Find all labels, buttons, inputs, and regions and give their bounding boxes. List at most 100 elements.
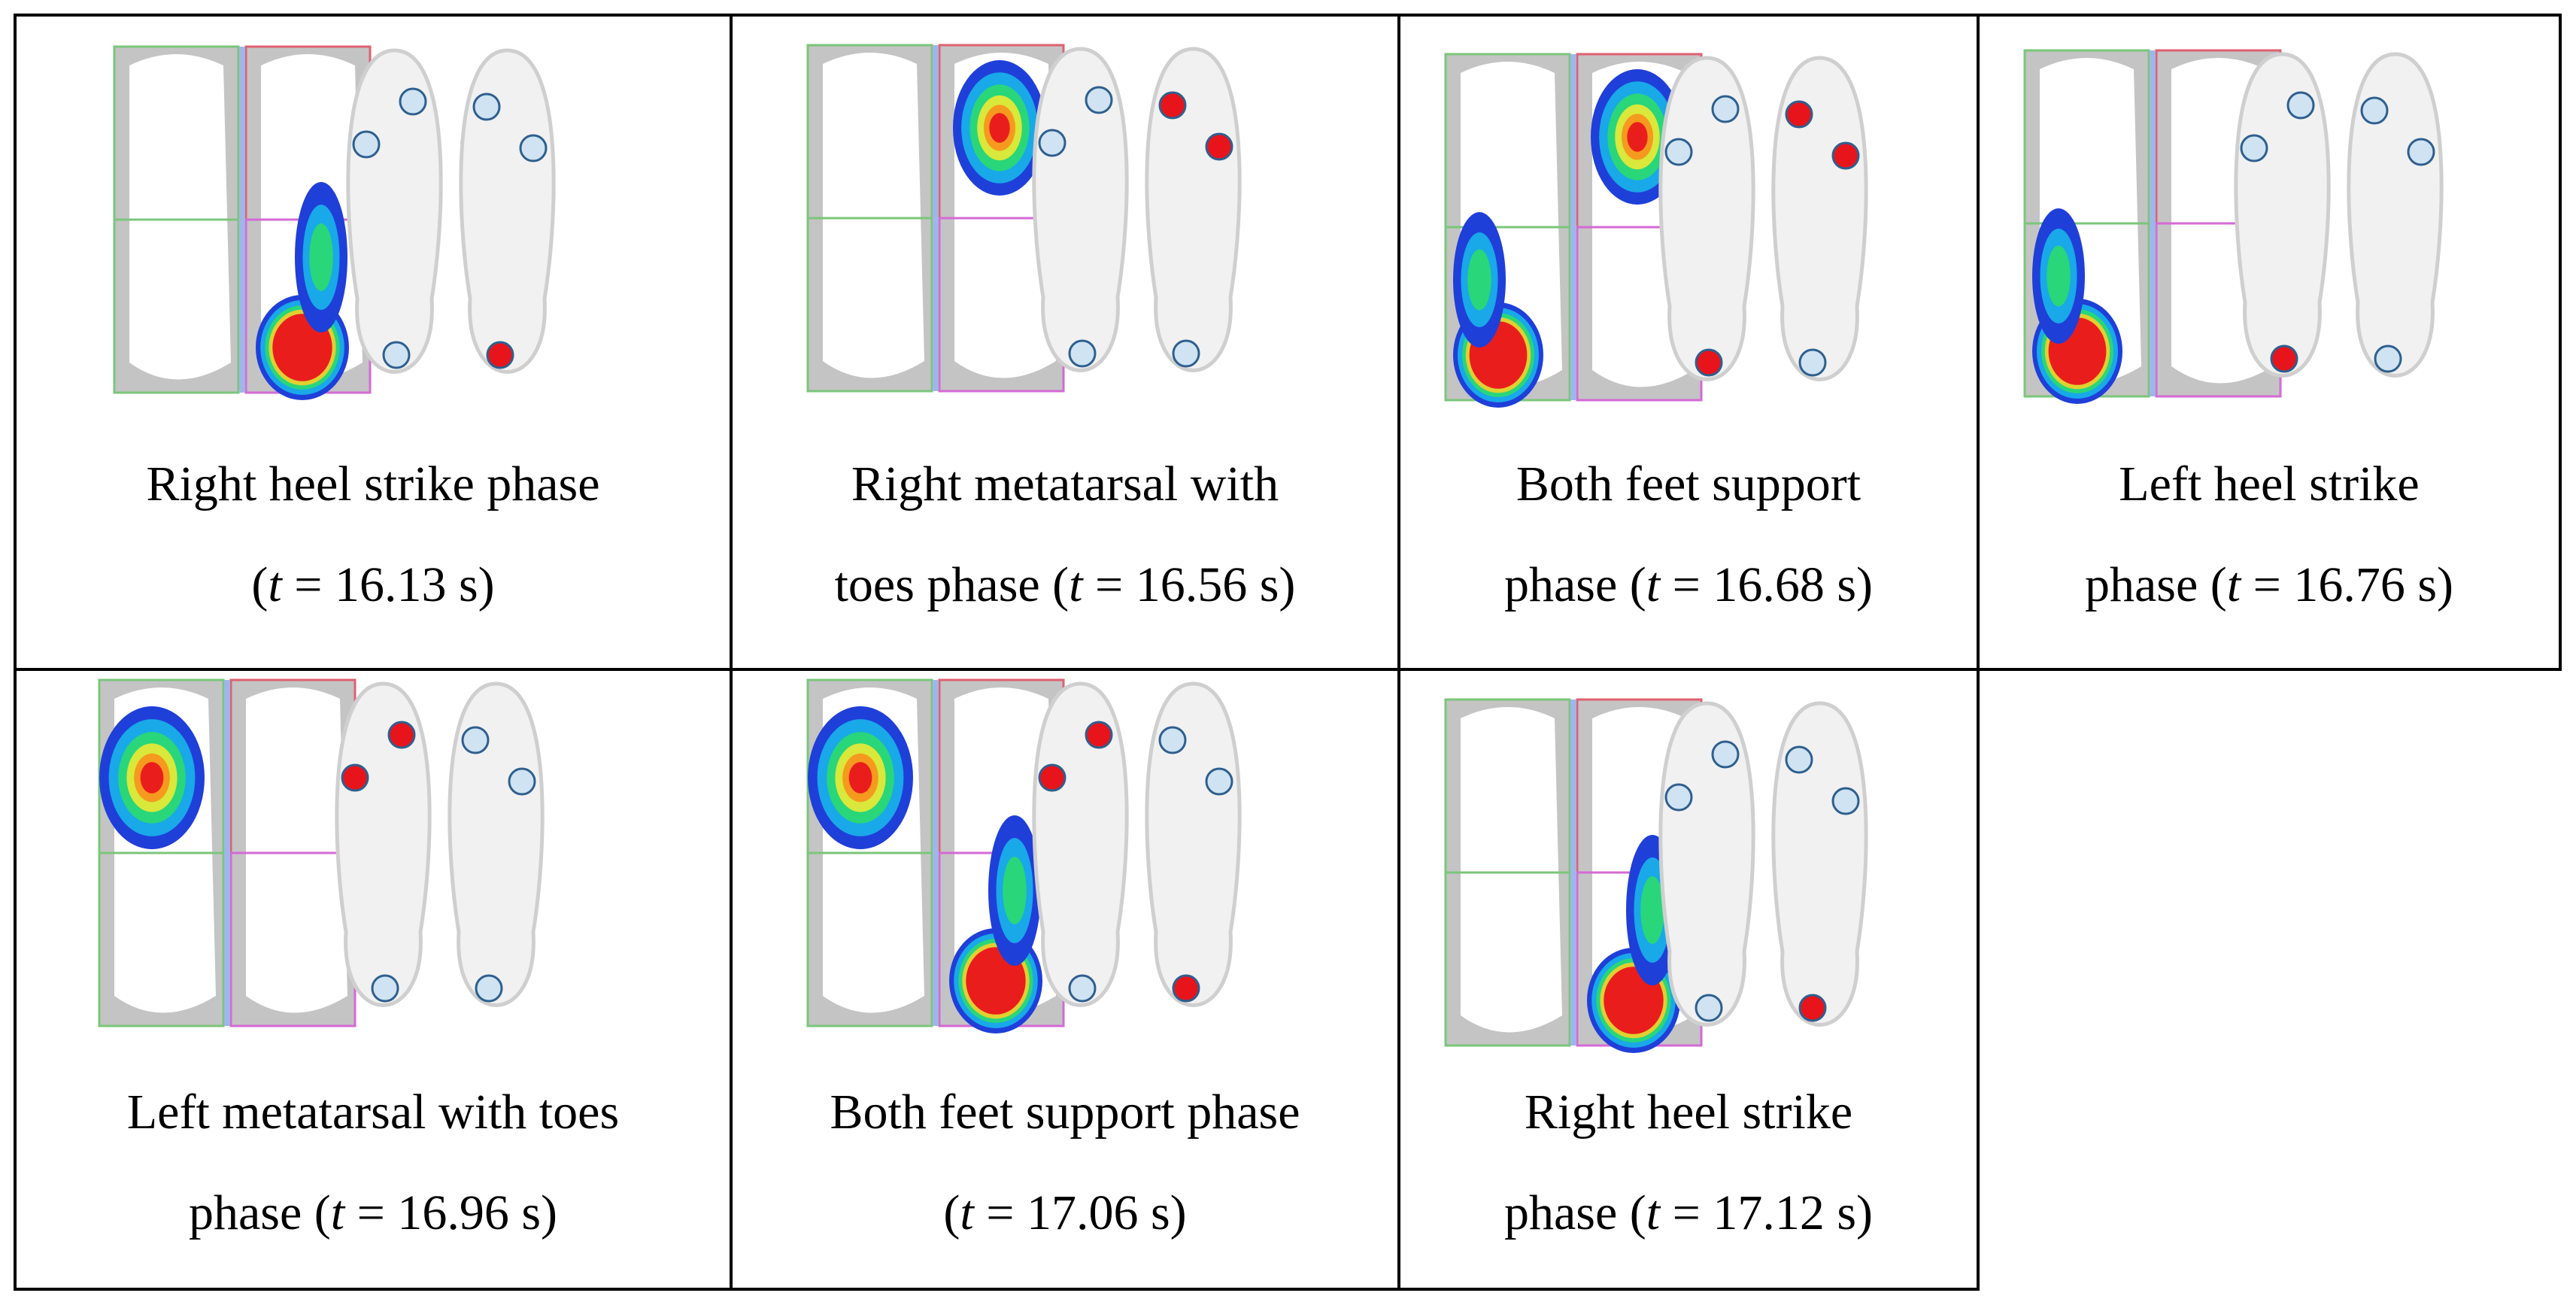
left-heel-sensor: [2270, 344, 2298, 373]
right-meta-sensor: [508, 767, 536, 796]
caption-line-2: (t = 16.13 s): [251, 557, 495, 612]
right-heel-sensor: [1798, 348, 1827, 377]
left-insole: [1658, 56, 1755, 381]
heat-blob: [1640, 876, 1664, 944]
left-toe-sensor: [1085, 721, 1113, 749]
right-toe-sensor: [1785, 745, 1813, 774]
right-heel-sensor: [1172, 339, 1200, 368]
caption-line-1: Right heel strike: [1524, 1085, 1853, 1140]
phase-cell-1: Right heel strike phase (t = 16.13 s): [14, 14, 733, 671]
right-toe-sensor: [1158, 91, 1187, 120]
left-insole: [2234, 52, 2331, 378]
left-insole: [1032, 47, 1129, 372]
right-heel-sensor: [1172, 974, 1200, 1003]
right-insole: [1145, 681, 1242, 1007]
phase-caption: Left heel strike phase (t = 16.76 s): [1980, 434, 2559, 636]
left-toe-sensor: [399, 87, 427, 116]
pressure-map: [113, 45, 372, 400]
caption-line-1: Left heel strike: [2119, 457, 2420, 511]
heel-frame: [113, 218, 240, 394]
left-heel-sensor: [382, 341, 411, 369]
pressure-figure: [1400, 17, 1977, 438]
scale-bar: [2150, 50, 2156, 396]
caption-line-2: phase (t = 16.76 s): [2085, 557, 2453, 612]
caption-line-1: Right metatarsal with: [851, 457, 1279, 511]
heat-blob: [2047, 245, 2071, 307]
pressure-figure: [733, 671, 1397, 1092]
pressure-figure: [733, 17, 1397, 438]
phase-cell-5: Left metatarsal with toes phase (t = 16.…: [14, 668, 733, 1291]
right-insole: [1771, 56, 1868, 381]
insole-pair: [1658, 701, 1868, 1027]
right-insole: [1771, 701, 1868, 1027]
insole-pair: [335, 681, 545, 1007]
right-heel-sensor: [475, 974, 503, 1003]
phase-cell-3: Both feet support phase (t = 16.68 s): [1397, 14, 1980, 671]
right-heel-sensor: [486, 341, 514, 369]
heel-frame: [1444, 871, 1571, 1047]
left-toe-sensor: [1711, 95, 1740, 123]
pressure-map: [98, 678, 357, 1027]
phase-cell-6: Both feet support phase (t = 17.06 s): [730, 668, 1400, 1291]
sole-outline: [129, 54, 231, 380]
left-heel-sensor: [371, 974, 399, 1003]
figure-svg: [806, 44, 1242, 393]
left-meta-sensor: [1664, 138, 1693, 166]
left-meta-sensor: [341, 763, 369, 792]
caption-line-2: toes phase (t = 16.56 s): [834, 557, 1296, 612]
left-heel-sensor: [1068, 339, 1097, 368]
right-meta-sensor: [1205, 767, 1233, 796]
pressure-figure: [17, 671, 730, 1092]
left-insole: [1658, 701, 1755, 1027]
left-toe-sensor: [2286, 91, 2315, 120]
phase-caption: Both feet support phase (t = 17.06 s): [733, 1062, 1397, 1264]
left-meta-sensor: [2240, 134, 2268, 162]
caption-line-2: phase (t = 16.68 s): [1504, 557, 1873, 612]
right-toe-sensor: [1785, 100, 1813, 129]
insole-pair: [1032, 47, 1242, 372]
left-heel-sensor: [1068, 974, 1097, 1003]
phase-caption: Both feet support phase (t = 16.68 s): [1400, 434, 1977, 636]
figure-svg: [1444, 698, 1868, 1053]
left-toe-sensor: [1085, 86, 1113, 114]
pressure-figure: [1980, 17, 2559, 438]
scale-bar: [933, 680, 939, 1026]
heel-frame: [806, 851, 933, 1027]
right-toe-sensor: [2360, 96, 2389, 125]
left-insole: [1032, 681, 1129, 1007]
heat-blob: [848, 762, 872, 794]
figure-svg: [2023, 49, 2444, 404]
right-insole: [448, 681, 545, 1007]
caption-line-2: (t = 17.06 s): [943, 1185, 1187, 1240]
figure-svg: [113, 45, 556, 400]
scale-bar: [1570, 700, 1576, 1046]
caption-line-1: Both feet support phase: [830, 1085, 1300, 1140]
caption-line-1: Both feet support: [1516, 457, 1861, 511]
phase-cell-2: Right metatarsal with toes phase (t = 16…: [730, 14, 1400, 671]
right-toe-sensor: [1158, 726, 1187, 754]
insole-pair: [1032, 681, 1242, 1007]
left-meta-sensor: [1038, 763, 1067, 792]
pressure-figure: [1400, 671, 1977, 1092]
sole-outline: [1461, 707, 1562, 1033]
phase-caption: Left metatarsal with toes phase (t = 16.…: [17, 1062, 730, 1264]
pressure-map: [1444, 698, 1703, 1053]
phase-cell-4: Left heel strike phase (t = 16.76 s): [1977, 14, 2562, 671]
left-meta-sensor: [1038, 129, 1067, 157]
phase-caption: Right metatarsal with toes phase (t = 16…: [733, 434, 1397, 636]
caption-line-2: phase (t = 17.12 s): [1504, 1185, 1873, 1240]
right-heel-sensor: [1798, 994, 1827, 1022]
right-insole: [459, 48, 556, 374]
left-heel-sensor: [1695, 348, 1723, 377]
phase-caption: Right heel strike phase (t = 16.13 s): [17, 434, 730, 636]
figure-svg: [1444, 53, 1868, 408]
right-meta-sensor: [1831, 787, 1860, 815]
figure-svg: [806, 678, 1242, 1033]
pressure-figure: [17, 17, 730, 438]
pressure-map: [806, 678, 1065, 1033]
insole-pair: [1658, 56, 1868, 381]
right-heel-sensor: [2374, 344, 2402, 373]
heat-blob: [989, 113, 1010, 143]
heat-blob: [1003, 857, 1027, 924]
left-toe-sensor: [387, 721, 416, 749]
